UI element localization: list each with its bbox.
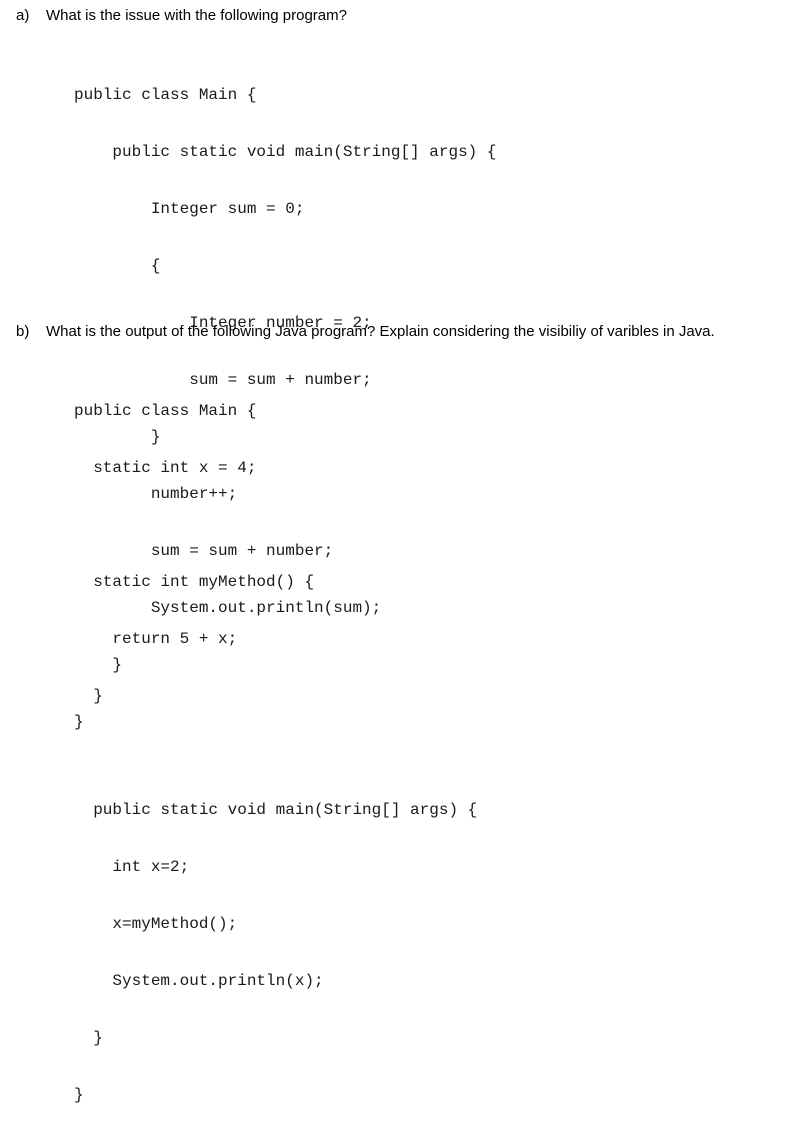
code-line: public static void main(String[] args) { bbox=[74, 801, 478, 819]
code-line: { bbox=[74, 257, 161, 275]
code-line: x=myMethod(); bbox=[74, 915, 238, 933]
code-line: } bbox=[74, 687, 103, 705]
code-line: System.out.println(x); bbox=[74, 972, 324, 990]
code-line: sum = sum + number; bbox=[74, 542, 334, 560]
code-line: Integer sum = 0; bbox=[74, 200, 305, 218]
code-line: sum = sum + number; bbox=[74, 371, 372, 389]
code-line: number++; bbox=[74, 485, 238, 503]
code-line: int x=2; bbox=[74, 858, 190, 876]
code-line: System.out.println(sum); bbox=[74, 599, 382, 617]
question-b-code-block: public class Main { static int x = 4; st… bbox=[74, 364, 477, 1124]
code-line: } bbox=[74, 1086, 84, 1104]
code-line: public class Main { bbox=[74, 402, 257, 420]
code-line: } bbox=[74, 656, 123, 674]
question-a-label: a) bbox=[16, 7, 30, 24]
code-line: public static void main(String[] args) { bbox=[74, 143, 497, 161]
code-line: } bbox=[74, 1029, 103, 1047]
question-a-code-block: public class Main { public static void m… bbox=[74, 48, 496, 751]
code-line: static int myMethod() { bbox=[74, 573, 315, 591]
code-line: public class Main { bbox=[74, 86, 257, 104]
code-line bbox=[74, 516, 477, 535]
code-line: Integer number = 2; bbox=[74, 314, 372, 332]
question-a-text: What is the issue with the following pro… bbox=[46, 7, 347, 24]
question-b-text: What is the output of the following Java… bbox=[46, 323, 715, 340]
code-line bbox=[74, 744, 477, 763]
question-b-label: b) bbox=[16, 323, 30, 340]
code-line: } bbox=[74, 428, 161, 446]
code-line: return 5 + x; bbox=[74, 630, 238, 648]
code-line: static int x = 4; bbox=[74, 459, 257, 477]
